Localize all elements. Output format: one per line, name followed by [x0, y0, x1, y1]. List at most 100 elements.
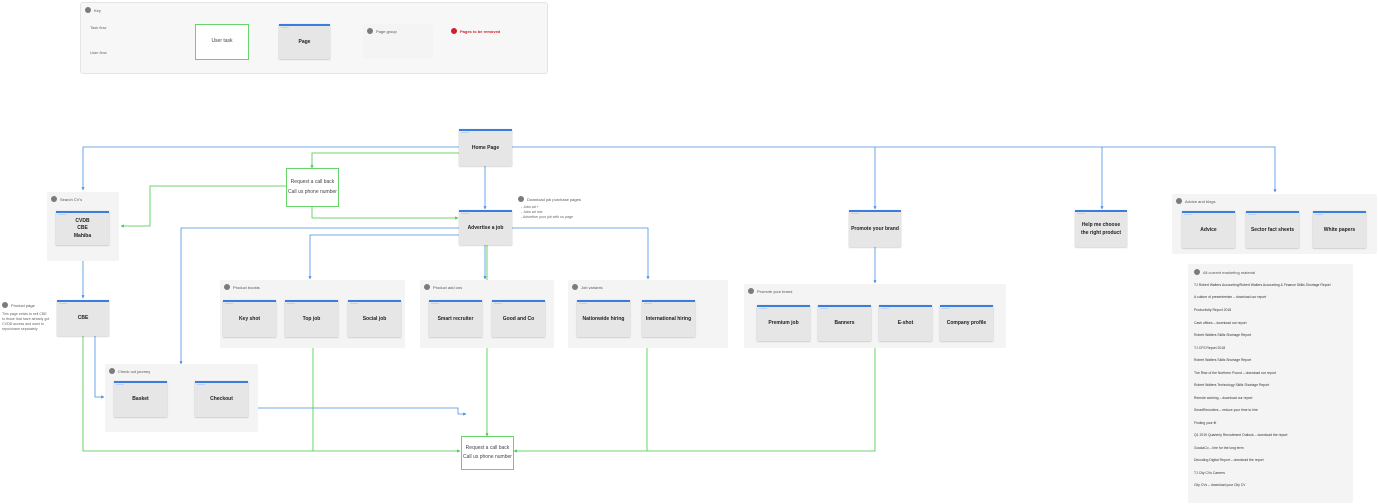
smart-recruiter-page[interactable]: Smart recruiter [429, 300, 482, 337]
banners-label: Banners [834, 320, 855, 327]
check-icon [1176, 198, 1182, 204]
company-profile-page[interactable]: Company profile [940, 305, 993, 341]
key-page: Page [279, 24, 330, 59]
check-icon [2, 302, 8, 308]
report-item[interactable]: Finding your fit [1194, 421, 1217, 425]
home-page-label: Home Page [471, 144, 500, 151]
report-item[interactable]: Remote working – download our report [1194, 396, 1253, 400]
product-page-note: This page exists to sell CBE to those th… [2, 312, 50, 331]
download-job-list: - Jobs ad + - Jobs ad mix - Advertise yo… [521, 205, 573, 220]
help-choose-label: Help me choose the right product [1081, 222, 1121, 236]
sector-fact-sheets-page[interactable]: Sector fact sheets [1246, 211, 1299, 248]
user-flow-label: User flow [90, 50, 107, 55]
checkout-page[interactable]: Checkout [195, 381, 248, 417]
advice-page-label: Advice [1200, 226, 1217, 233]
search-cvs-title: Search CV's [60, 196, 83, 202]
report-item[interactable]: The Rise of the Northern Pound – downloa… [1194, 371, 1276, 375]
search-cvs-item-cbe: CBE [77, 225, 88, 232]
social-job-page[interactable]: Social job [348, 300, 401, 337]
callback-top-line2: Call us phone number [288, 188, 337, 195]
report-item[interactable]: SmartRecruiters – reduce your time to hi… [1194, 408, 1258, 412]
top-job-page[interactable]: Top job [285, 300, 338, 337]
nationwide-hiring-page[interactable]: Nationwide hiring [577, 300, 630, 337]
check-icon [1194, 269, 1200, 275]
cbe-page-node[interactable]: CBE [57, 300, 109, 336]
download-job-item: - Jobs ad mix [521, 209, 543, 214]
premium-job-label: Premium job [768, 320, 799, 327]
check-icon [748, 288, 754, 294]
marketing-material-group: All current marketing material TJ Robert… [1188, 264, 1353, 503]
report-item[interactable]: Q1 2019 Quarterly Recruitment Outlook – … [1194, 433, 1288, 437]
international-hiring-page[interactable]: International hiring [642, 300, 695, 337]
report-item[interactable]: Robert Walters Technology Skills Shortag… [1194, 383, 1270, 387]
checkout-label: Checkout [210, 396, 233, 403]
report-item[interactable]: TJ Robert Walters Accounting/Robert Walt… [1194, 283, 1331, 287]
callback-task-bottom[interactable]: Request a call back Call us phone number [461, 436, 514, 470]
banners-page[interactable]: Banners [818, 305, 871, 341]
basket-page[interactable]: Basket [114, 381, 167, 417]
advertise-job-node[interactable]: Advertise a job [459, 210, 512, 245]
key-title: Key [94, 7, 101, 13]
cbe-page-label: CBE [77, 315, 89, 322]
company-profile-label: Company profile [946, 320, 987, 327]
check-icon [572, 284, 578, 290]
report-item[interactable]: Cash offices – download our report [1194, 321, 1247, 325]
premium-job-page[interactable]: Premium job [757, 305, 810, 341]
promote-brand-label: Promote your brand [851, 225, 899, 232]
report-item[interactable]: Decoding Digital Report – download the r… [1194, 458, 1264, 462]
callback-task-top[interactable]: Request a call back Call us phone number [286, 168, 339, 207]
check-icon [224, 284, 230, 290]
report-item[interactable]: TJ City CVs Careers [1194, 471, 1225, 475]
white-papers-page[interactable]: White papers [1313, 211, 1366, 248]
marketing-material-title: All current marketing material [1203, 269, 1256, 275]
key-page-group: Page group [363, 24, 433, 58]
key-page-label: Page [298, 38, 311, 45]
key-header: Key [85, 7, 101, 13]
report-item[interactable]: Robert Walters Skills Shortage Report [1194, 358, 1252, 362]
report-item[interactable]: Robert Walters Skills Shortage Report [1194, 333, 1252, 337]
key-user-task-label: User task [211, 38, 233, 45]
job-variants-title: Job variants [581, 284, 603, 290]
product-boosts-title: Product boosts [233, 284, 260, 290]
sector-fact-sheets-label: Sector fact sheets [1250, 226, 1295, 233]
check-icon [51, 196, 57, 202]
callback-top-line1: Request a call back [290, 179, 335, 185]
report-item[interactable]: GoodaCo – hire for the long term [1194, 446, 1244, 450]
callback-bottom-line2: Call us phone number [463, 454, 512, 460]
smart-recruiter-label: Smart recruiter [437, 315, 474, 322]
nationwide-hiring-label: Nationwide hiring [582, 315, 625, 322]
key-page-group-label: Page group [376, 28, 397, 34]
check-icon [518, 196, 524, 202]
remove-icon [451, 28, 457, 34]
check-icon [85, 7, 91, 13]
advertise-job-label: Advertise a job [467, 224, 504, 231]
key-removed-label: Pages to be removed [460, 28, 501, 34]
download-job-title: Download job purchase pages [527, 196, 581, 202]
report-item[interactable]: City CVs – download your City CV [1194, 483, 1246, 487]
good-and-co-page[interactable]: Good and Co [492, 300, 545, 337]
report-item[interactable]: TJ CFS Report 2018 [1194, 346, 1226, 350]
key-shot-label: Key shot [238, 315, 261, 322]
report-item[interactable]: A culture of presenteeism – download our… [1194, 295, 1267, 299]
download-job-item: - Jobs ad + [521, 205, 539, 209]
advice-page[interactable]: Advice [1182, 211, 1235, 248]
promote-brand-node[interactable]: Promote your brand [849, 210, 901, 247]
e-shot-page[interactable]: E-shot [879, 305, 932, 341]
report-item[interactable]: Productivity Report 2018 [1194, 308, 1232, 312]
advice-group-title: Advice and blogs [1185, 198, 1216, 204]
product-page-header: Product page [2, 302, 35, 308]
social-job-label: Social job [362, 315, 387, 322]
home-page-node[interactable]: Home Page [459, 129, 512, 166]
check-icon [367, 28, 373, 34]
key-shot-page[interactable]: Key shot [223, 300, 276, 337]
help-choose-node[interactable]: Help me choose the right product [1075, 210, 1127, 247]
search-cvs-page[interactable]: CVDB CBE Mahiba [56, 211, 109, 245]
top-job-label: Top job [302, 315, 321, 322]
callback-bottom-line1: Request a call back [465, 444, 510, 451]
white-papers-label: White papers [1323, 226, 1356, 233]
promote-brand-group-title: Promote your brand [757, 288, 793, 294]
search-cvs-item-cvdb: CVDB [75, 217, 90, 224]
e-shot-label: E-shot [897, 320, 914, 327]
product-page-title: Product page [11, 302, 35, 308]
check-icon [424, 284, 430, 290]
